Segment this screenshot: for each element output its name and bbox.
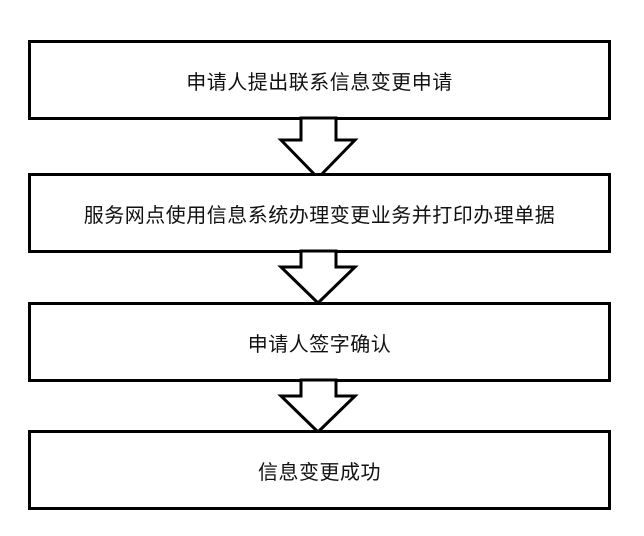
down-arrow-icon xyxy=(277,378,359,435)
step-label-sign: 申请人签字确认 xyxy=(247,331,392,356)
step-label-apply: 申请人提出联系信息变更申请 xyxy=(186,69,453,94)
step-box-process: 服务网点使用信息系统办理变更业务并打印办理单据 xyxy=(28,173,611,253)
step-box-sign: 申请人签字确认 xyxy=(28,302,611,382)
step-box-apply: 申请人提出联系信息变更申请 xyxy=(28,40,611,120)
step-box-success: 信息变更成功 xyxy=(28,430,611,510)
step-label-success: 信息变更成功 xyxy=(258,459,381,484)
down-arrow-icon xyxy=(277,249,359,306)
step-label-process: 服务网点使用信息系统办理变更业务并打印办理单据 xyxy=(83,202,556,227)
down-arrow-icon xyxy=(277,116,359,181)
